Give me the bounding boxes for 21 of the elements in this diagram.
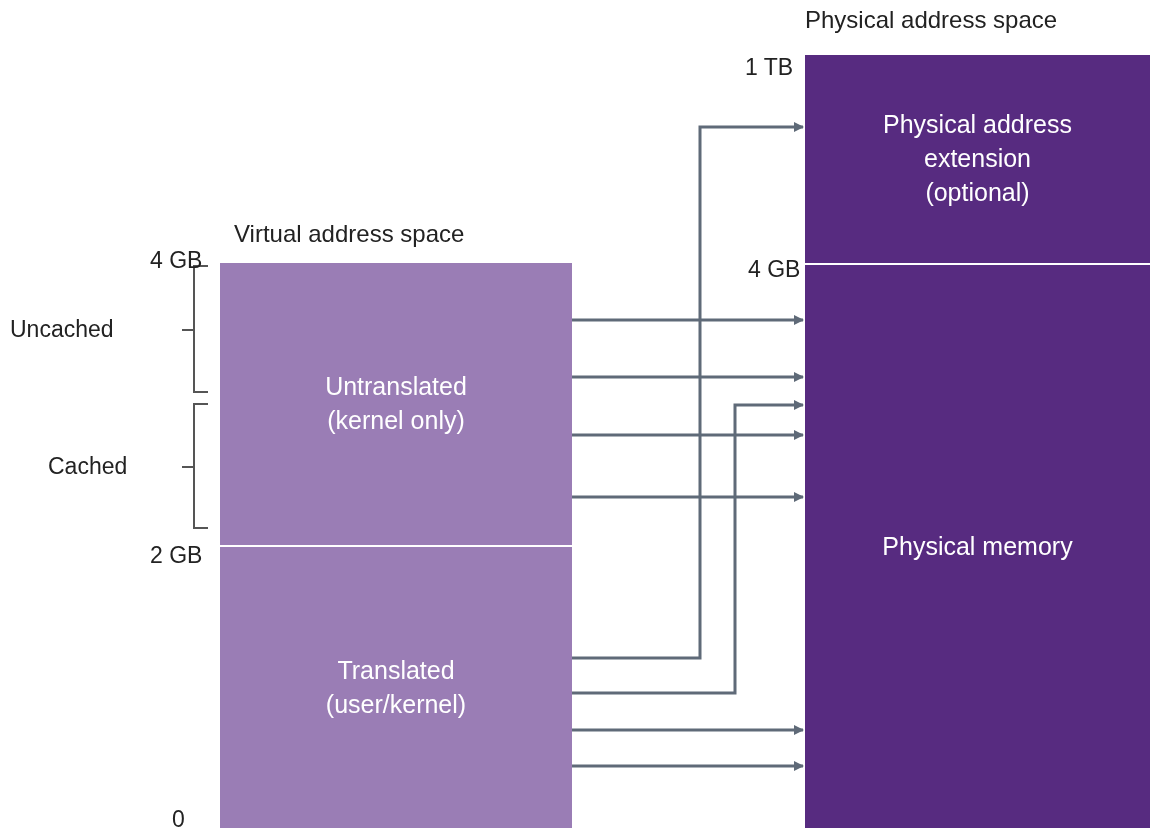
arrow <box>572 492 804 502</box>
arrow <box>572 400 804 695</box>
arrow <box>572 761 804 771</box>
address-label: 0 <box>172 806 185 833</box>
address-label: 2 GB <box>150 542 203 569</box>
memory-region: Untranslated (kernel only) <box>220 263 572 545</box>
memory-region: Physical address extension (optional) <box>805 55 1150 263</box>
arrow <box>572 725 804 735</box>
arrow <box>572 430 804 440</box>
memory-region: Physical memory <box>805 263 1150 828</box>
address-label: Uncached <box>10 316 114 343</box>
address-label: 1 TB <box>745 54 794 81</box>
arrow <box>572 372 804 382</box>
column-heading: Virtual address space <box>234 220 465 248</box>
arrow <box>572 315 804 325</box>
address-label: Cached <box>48 453 128 480</box>
arrow <box>572 122 804 660</box>
column-heading: Physical address space <box>805 6 1058 34</box>
memory-region: Translated (user/kernel) <box>220 545 572 828</box>
address-label: 4 GB <box>150 247 203 274</box>
address-label: 4 GB <box>748 256 801 283</box>
